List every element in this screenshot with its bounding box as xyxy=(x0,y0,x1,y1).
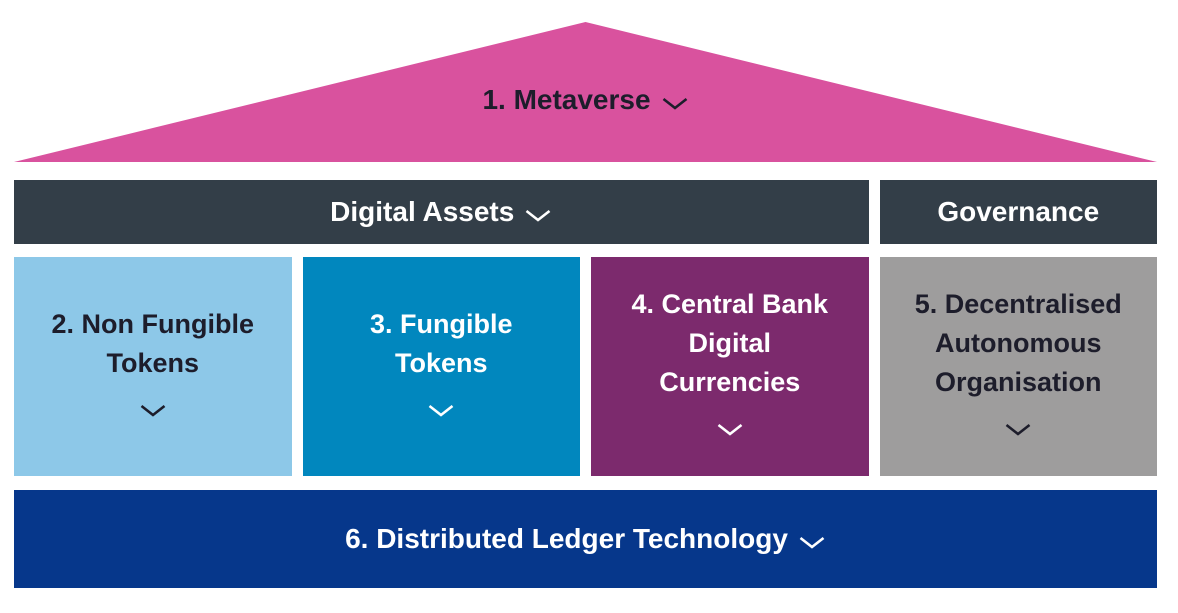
chevron-down-icon xyxy=(427,390,455,429)
metaverse-label-row: 1. Metaverse xyxy=(14,84,1157,116)
section-metaverse[interactable]: 1. Metaverse xyxy=(14,22,1157,162)
box-label-line: 4. Central Bank xyxy=(631,289,829,319)
bar-distributed-ledger-technology[interactable]: 6. Distributed Ledger Technology xyxy=(14,490,1157,588)
digital-assets-label: Digital Assets xyxy=(330,196,515,227)
header-digital-assets[interactable]: Digital Assets xyxy=(14,180,869,244)
metaverse-label: 1. Metaverse xyxy=(482,84,651,115)
box-label-line: 5. Decentralised xyxy=(914,289,1122,319)
box-label-line: 3. Fungible xyxy=(369,308,513,339)
box-central-bank-digital-currencies[interactable]: 4. Central Bank Digital Currencies xyxy=(591,257,869,476)
chevron-down-icon xyxy=(139,390,167,429)
box-label-line: Digital xyxy=(688,328,771,358)
box-label-line: Currencies xyxy=(659,367,801,397)
dlt-label: 6. Distributed Ledger Technology xyxy=(345,523,788,554)
box-fungible-tokens[interactable]: 3. Fungible Tokens xyxy=(302,257,580,476)
chevron-down-icon xyxy=(1004,409,1032,448)
box-label-line: Autonomous xyxy=(935,328,1102,358)
roof-triangle-shape xyxy=(14,22,1157,162)
chevron-down-icon xyxy=(716,409,744,448)
chevron-down-icon xyxy=(661,86,689,117)
box-label-line: 2. Non Fungible xyxy=(51,308,255,339)
chevron-down-icon xyxy=(798,525,826,557)
header-governance: Governance xyxy=(879,180,1157,244)
middle-grid: Digital Assets Governance 2. Non Fungibl… xyxy=(14,180,1157,476)
diagram-content: 1. Metaverse Digital Assets Governance 2… xyxy=(14,22,1157,588)
box-label-line: Tokens xyxy=(394,347,488,378)
box-decentralised-autonomous-organisation[interactable]: 5. Decentralised Autonomous Organisation xyxy=(879,257,1157,476)
box-non-fungible-tokens[interactable]: 2. Non Fungible Tokens xyxy=(14,257,292,476)
governance-label: Governance xyxy=(937,196,1100,227)
box-label-line: Tokens xyxy=(106,347,200,378)
box-label-line: Organisation xyxy=(934,367,1102,397)
chevron-down-icon xyxy=(524,198,552,230)
